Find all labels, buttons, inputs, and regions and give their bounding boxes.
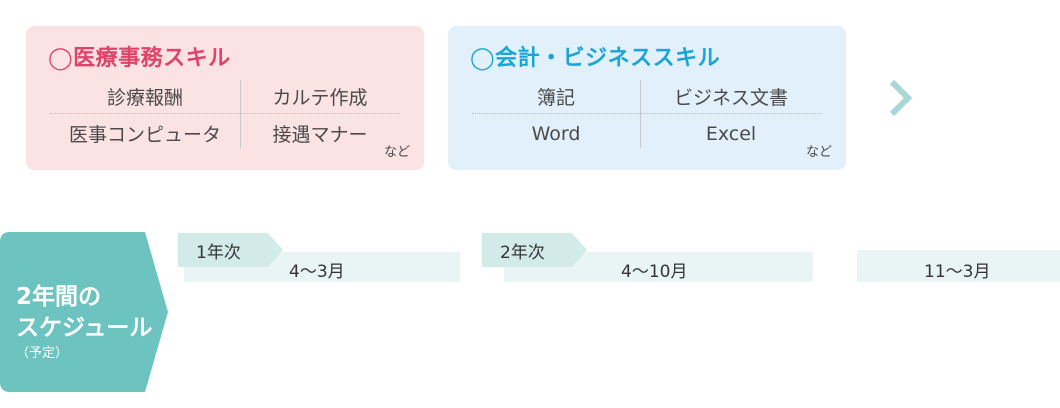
business-skills-grid: 簿記 ビジネス文書 Word Excel — [472, 78, 822, 152]
schedule-title-line1: 2年間の — [16, 284, 102, 310]
grid-divider-vertical — [640, 80, 641, 148]
year2-label: 2年次 — [500, 243, 545, 263]
business-skill-item: 簿記 — [536, 87, 575, 109]
medical-skills-grid: 診療報酬 カルテ作成 医事コンピュータ 接遇マナー — [50, 78, 400, 152]
business-skill-item: Excel — [705, 122, 757, 145]
business-skills-title: ◯会計・ビジネススキル — [470, 46, 721, 71]
medical-skill-item: 診療報酬 — [106, 87, 183, 109]
medical-skill-item: カルテ作成 — [272, 87, 368, 109]
business-skill-item: ビジネス文書 — [673, 87, 788, 109]
year1-period: 4〜3月 — [289, 262, 345, 282]
schedule-tag-text: 2年間の スケジュール （予定） — [16, 282, 152, 364]
medical-skill-item: 医事コンピュータ — [68, 124, 221, 146]
year2-late-period: 11〜3月 — [924, 262, 991, 282]
business-skill-item: Word — [531, 122, 581, 145]
schedule-note: （予定） — [16, 346, 69, 361]
schedule-tag: 2年間の スケジュール （予定） — [0, 232, 168, 392]
medical-skills-card: ◯医療事務スキル 診療報酬 カルテ作成 医事コンピュータ 接遇マナー など — [26, 26, 424, 170]
business-skills-card: ◯会計・ビジネススキル 簿記 ビジネス文書 Word Excel など — [448, 26, 846, 170]
grid-divider-vertical — [240, 80, 241, 148]
year1-label: 1年次 — [196, 243, 241, 263]
year2-period: 4〜10月 — [621, 262, 688, 282]
schedule-title-line2: スケジュール — [16, 315, 153, 341]
period-bar-year2-late — [857, 250, 1060, 282]
business-etc-note: など — [805, 145, 832, 160]
medical-skills-title: ◯医療事務スキル — [48, 46, 231, 71]
medical-etc-note: など — [383, 145, 410, 160]
medical-skill-item: 接遇マナー — [272, 124, 368, 146]
year2-tag: 2年次 — [482, 233, 587, 267]
grid-divider-horizontal — [472, 113, 822, 114]
chevron-right-icon — [884, 76, 924, 120]
grid-divider-horizontal — [50, 113, 400, 114]
year1-tag: 1年次 — [178, 233, 283, 267]
